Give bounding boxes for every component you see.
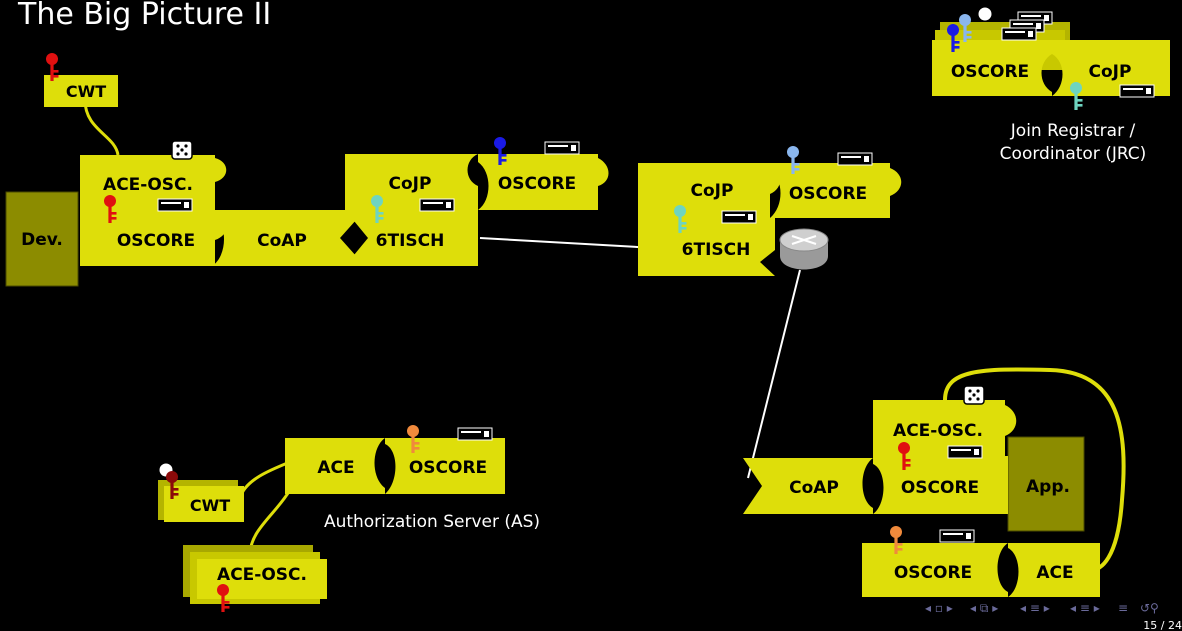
relay-oscore-block xyxy=(770,163,902,218)
link-dev-relay xyxy=(479,237,656,249)
app-oscore-block xyxy=(873,456,1008,514)
app-label: App. xyxy=(1026,477,1070,497)
app-aceosc-label: ACE-OSC. xyxy=(893,421,983,441)
as-cwt-label: CWT xyxy=(190,496,230,515)
as-aceosc-label: ACE-OSC. xyxy=(217,565,307,585)
id-card-icon xyxy=(457,427,493,441)
as-stack: ACE OSCORE CWT ACE-OSC. xyxy=(158,438,505,604)
app-ace-block xyxy=(1008,543,1100,597)
dev-aceosc-block xyxy=(80,155,227,210)
link-dev-cwt xyxy=(83,99,120,156)
slide-title: The Big Picture II xyxy=(17,0,271,32)
app-oscore-bottom-label: OSCORE xyxy=(894,563,972,583)
jrc-caption-line1: Join Registrar / xyxy=(1010,121,1136,141)
nav-section-icon[interactable]: ◂ ≡ ▸ xyxy=(1020,601,1050,615)
nav-subsection-icon[interactable]: ◂ ≡ ▸ xyxy=(1070,601,1100,615)
dev-oscore-label: OSCORE xyxy=(117,231,195,251)
link-relay-app xyxy=(747,269,801,479)
nonce-dice-icon xyxy=(171,140,193,160)
id-card-icon xyxy=(157,198,193,212)
dev-oscore-block xyxy=(80,210,227,266)
dev-oscore-upper-label: OSCORE xyxy=(498,174,576,194)
id-card-icon xyxy=(419,198,455,212)
as-ace-label: ACE xyxy=(317,458,354,478)
app-oscore-label: OSCORE xyxy=(901,478,979,498)
router-icon xyxy=(779,228,829,270)
id-card-icon xyxy=(1001,27,1037,41)
app-ace-label: ACE xyxy=(1036,563,1073,583)
id-card-icon xyxy=(1119,84,1155,98)
dev-label: Dev. xyxy=(21,230,63,250)
link-app-ace-loop xyxy=(943,367,1126,572)
id-card-icon xyxy=(544,141,580,155)
dev-cwt-label: CWT xyxy=(66,82,106,101)
relay-6tisch-block xyxy=(638,218,775,276)
app-coap-label: CoAP xyxy=(789,478,839,498)
jrc-cojp-label: CoJP xyxy=(1089,62,1132,82)
dev-6tisch-label: 6TISCH xyxy=(376,231,445,251)
dev-6tisch-block xyxy=(345,210,478,266)
dev-oscore-upper-block xyxy=(478,154,609,210)
relay-stack: CoJP OSCORE 6TISCH xyxy=(638,163,902,276)
dev-cwt-block xyxy=(44,75,118,107)
jrc-caption-line2: Coordinator (JRC) xyxy=(1000,144,1147,164)
nav-left-icon[interactable]: ◂ ▫ ▸ xyxy=(925,601,953,615)
as-oscore-label: OSCORE xyxy=(409,458,487,478)
app-aceosc-block xyxy=(873,400,1017,456)
key-white-icon xyxy=(977,6,993,22)
jrc-cojp-block xyxy=(1052,40,1170,96)
jrc-oscore-label: OSCORE xyxy=(951,62,1029,82)
relay-cojp-label: CoJP xyxy=(691,181,734,201)
dev-cojp-label: CoJP xyxy=(389,174,432,194)
as-oscore-block xyxy=(385,438,505,494)
page-number: 15 / 24 xyxy=(1143,619,1182,631)
nav-bar: ◂ ▫ ▸ ◂ ⧉ ▸ ◂ ≡ ▸ ◂ ≡ ▸ ≡ ↺⚲ xyxy=(925,601,1159,615)
nav-menu-icon[interactable]: ≡ xyxy=(1118,601,1128,615)
app-oscore-bottom-block xyxy=(862,543,1008,597)
dev-aceosc-label: ACE-OSC. xyxy=(103,175,193,195)
app-stack: ACE-OSC. App. CoAP OSCORE OSCORE ACE xyxy=(743,400,1100,597)
relay-cojp-block xyxy=(638,163,781,218)
jrc-oscore-block xyxy=(932,40,1052,96)
app-coap-block xyxy=(743,458,873,514)
id-card-icon xyxy=(837,152,873,166)
link-as-cwt xyxy=(238,460,291,499)
as-caption: Authorization Server (AS) xyxy=(324,512,540,532)
relay-6tisch-label: 6TISCH xyxy=(682,240,751,260)
id-card-icon xyxy=(721,210,757,224)
as-cwt-block xyxy=(164,486,244,522)
id-card-icon xyxy=(947,445,983,459)
relay-oscore-label: OSCORE xyxy=(789,184,867,204)
nonce-dice-icon xyxy=(963,385,985,405)
nav-frame-icon[interactable]: ◂ ⧉ ▸ xyxy=(970,601,998,615)
as-ace-block xyxy=(285,438,385,494)
dev-coap-block xyxy=(212,210,365,266)
device-stack: Dev. CWT ACE-OSC. OSCORE CoAP 6TISCH CoJ… xyxy=(5,75,609,287)
nav-search-icon[interactable]: ↺⚲ xyxy=(1140,601,1159,615)
dev-coap-label: CoAP xyxy=(257,231,307,251)
id-card-icon xyxy=(939,529,975,543)
dev-node xyxy=(5,191,79,287)
